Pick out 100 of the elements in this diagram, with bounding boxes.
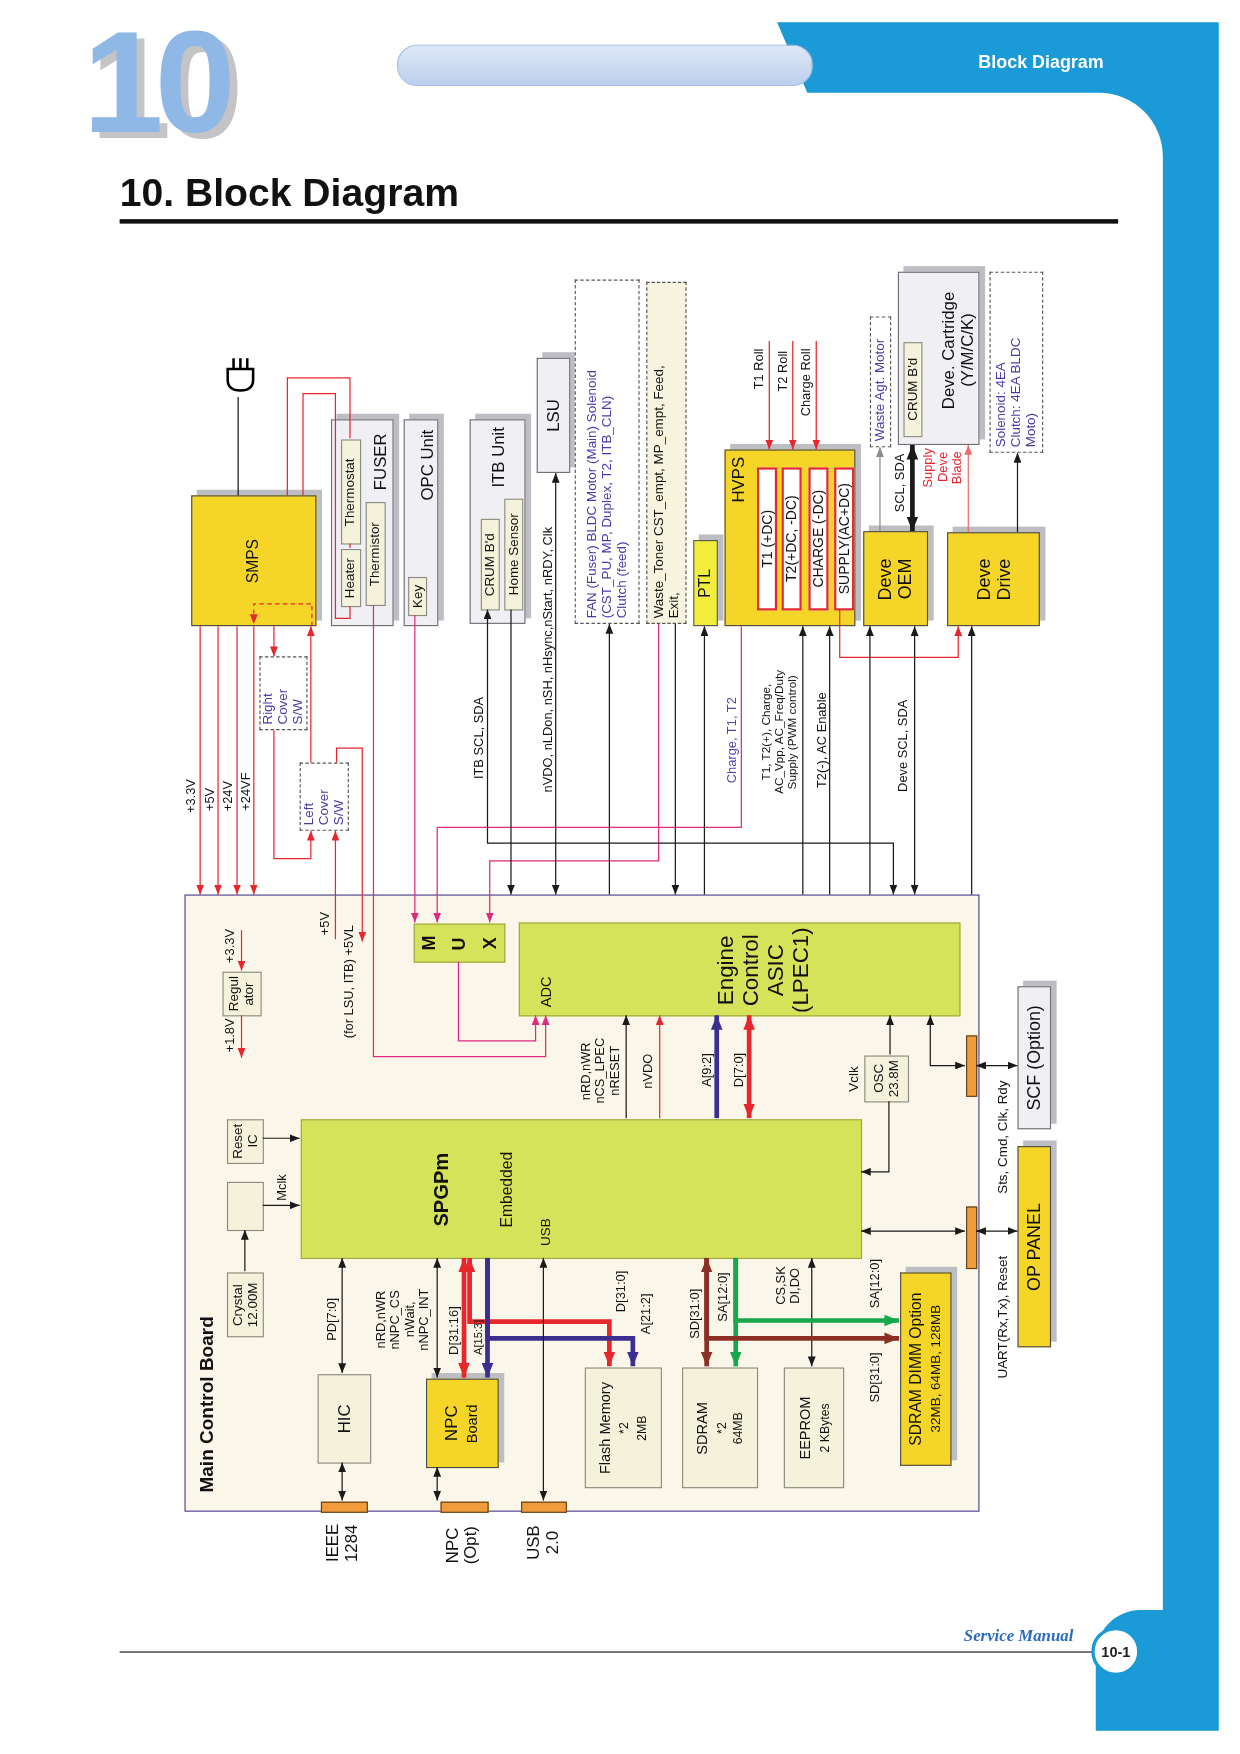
box-label: OSC 23.8M [871,1060,902,1098]
connector-arrow [551,472,560,896]
connector-arrow [743,1015,755,1119]
box-label: SUPPLY(AC+DC) [836,483,852,595]
connector-arrow [338,1461,347,1502]
connector-arrow [214,625,222,896]
box-label: T1 (+DC) [759,510,775,568]
signal-label: Charge Roll [798,348,814,417]
connector-arrow [975,1227,1019,1235]
component-box [341,439,362,545]
connector-arrow [485,1257,639,1367]
box-label: Right Cover S/W [260,687,306,725]
signal-label: +24V [220,780,236,812]
connector-arrow [605,623,614,896]
connector-arrow [273,729,315,860]
port-label: NPC (Opt) [443,1525,481,1567]
connector-line [237,396,239,496]
box-label: SPGPm [430,1152,453,1227]
connector-arrow [240,1229,249,1272]
box-label: HVPS [729,456,749,503]
connector-arrow [237,1014,246,1059]
signal-label: T2(-), AC Enable [814,692,829,789]
box-label: CRUM B'd [905,358,921,422]
box-label: Embedded [498,1151,517,1228]
dashed-box [259,656,308,731]
port-label: USB 2.0 [524,1526,563,1560]
connector-bar [966,1035,978,1097]
connector-arrow [825,625,834,896]
output-box [808,467,829,611]
component-box [227,1181,264,1232]
connector-arrow [910,625,919,896]
component-box [584,1367,662,1489]
connector-arrow [1013,452,1022,533]
box-label: 2 KBytes [816,1403,831,1453]
connector-arrow [457,960,540,1042]
box-label: HIC [335,1404,354,1434]
connector-arrow [507,608,515,896]
connector-arrow [237,929,246,972]
connector-arrow [765,340,774,451]
signal-label: A[15:3] [472,1319,485,1355]
dashed-box [869,316,892,448]
box-label: Reset IC [230,1124,261,1160]
connector-arrow [622,1014,631,1119]
output-box [756,467,778,611]
connector-line [349,542,351,549]
component-box [341,549,362,608]
connector-arrow [331,830,340,940]
connector-arrow [539,1257,548,1502]
signal-label: A[21:2] [639,1293,654,1335]
signal-label: SCL, SDA [892,453,908,513]
signal-label: nVDO, nLDon, nSH, nHsync,nStart, nRDY, Clk [540,526,556,793]
component-box [480,518,500,611]
signal-label: SA[12:0] [716,1272,731,1322]
connector-bar [966,1206,978,1270]
board-outline [184,894,980,1512]
signal-label: D[31:16] [446,1306,462,1355]
box-label: Heater [343,557,359,599]
box-label: LSU [544,399,563,432]
box-label: Thermistor [368,521,384,587]
box-label: SCF (Option) [1024,1005,1045,1111]
component-box [227,1272,264,1338]
connector-arrow [233,625,241,896]
box-label: Flash Memory [598,1381,615,1474]
signal-label: Deve SCL, SDA [896,699,911,792]
box-label: ITB Unit [489,427,509,488]
section-tab-label: Block Diagram [978,52,1104,73]
signal-label: D[31:0] [613,1270,628,1313]
signal-label: nVDO [641,1053,656,1089]
box-label: Waste_Toner CST_empt, MP_empt, Feed, Exit, [651,364,682,619]
connector-arrow [483,608,898,896]
signal-label: T2 Roll [775,350,790,392]
box-label: Thermostat [343,458,359,526]
chapter-number: 10 [82,8,227,155]
component-box [682,1367,759,1489]
dashed-box [574,279,640,624]
chip-block [413,923,506,963]
signal-label: UART(Rx,Tx), Reset [995,1255,1011,1379]
connector-arrow [733,1257,899,1327]
box-label: Deve Drive [973,557,1014,603]
output-box [781,467,802,611]
connector-arrow [906,445,919,532]
signal-label: Supply Deve Blade [921,446,965,490]
signal-label: +1.8V [223,1018,238,1053]
connector-arrow [196,625,205,896]
connector-arrow [975,1061,1019,1070]
dashed-box [989,271,1044,453]
signal-label: +5V [318,911,333,936]
connector-arrow [839,608,963,659]
signal-label: Sts, Cmd, Clk, Rdy [995,1080,1011,1194]
box-label: OP PANEL [1024,1202,1045,1291]
box-label: *2 [617,1422,632,1434]
box-label: MUX [418,936,501,950]
box-label: Key [410,584,426,609]
box-label: Deve. Cartridge (Y/M/C/K) [939,290,977,411]
box-label: CRUM B'd [482,533,498,597]
box-label: EEPROM [797,1396,814,1460]
connector-arrow [964,444,973,533]
connector-arrow [433,1466,442,1502]
connector-arrow [262,1201,301,1210]
connector-arrow [704,1257,899,1345]
